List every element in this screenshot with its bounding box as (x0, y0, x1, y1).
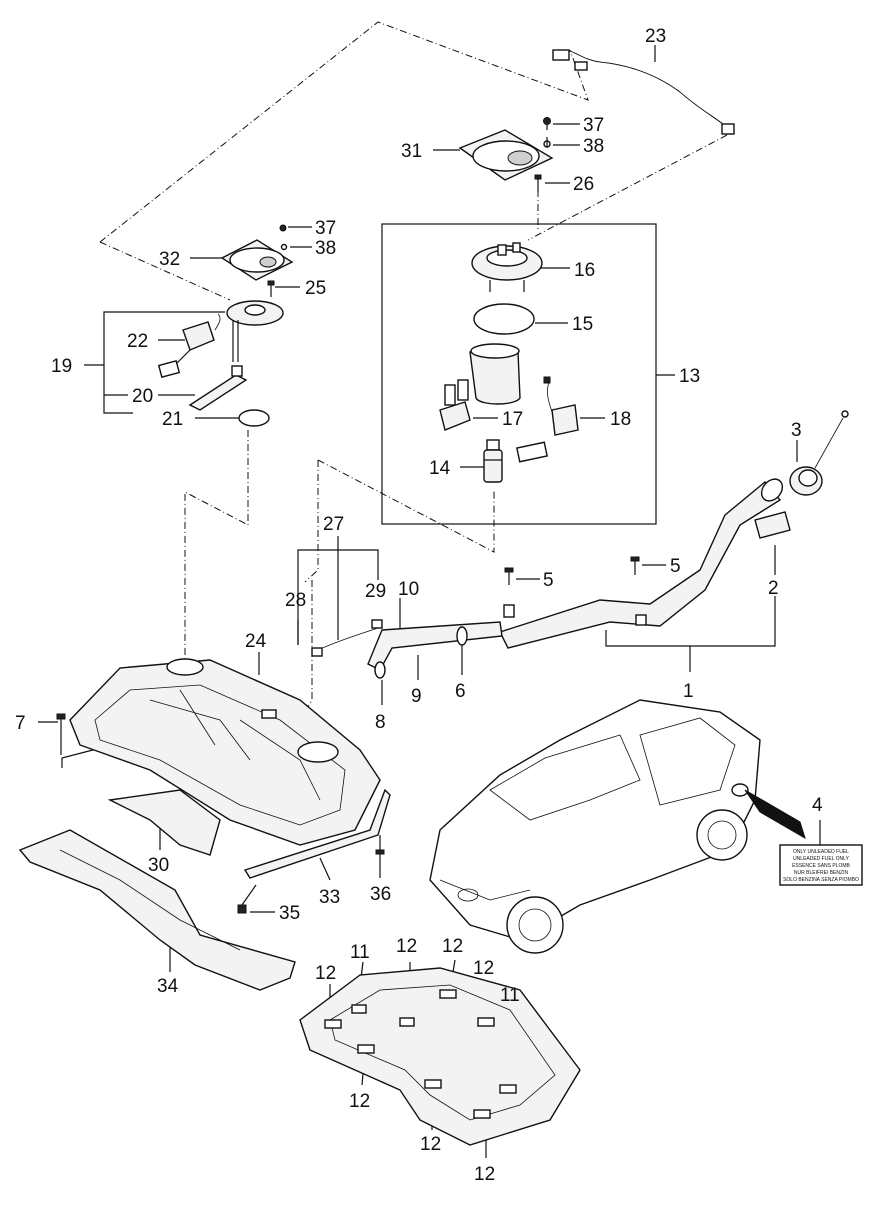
callout-37-top: 37 (583, 115, 604, 136)
callout-13: 13 (679, 366, 700, 387)
vent-hose-harness (552, 49, 735, 135)
callout-5-right: 5 (670, 556, 681, 577)
callout-17: 17 (502, 409, 523, 430)
fuel-label-line-3: ESSENCE SANS PLOMB (792, 863, 850, 869)
sender-unit-assembly (157, 300, 284, 427)
callout-4: 4 (812, 795, 823, 816)
callout-12-d: 12 (473, 958, 494, 979)
vehicle-suv-illustration (429, 699, 806, 954)
callout-12-a: 12 (396, 936, 417, 957)
callout-8: 8 (375, 712, 386, 733)
callout-10: 10 (398, 579, 419, 600)
callout-14: 14 (429, 458, 451, 479)
callout-15: 15 (572, 314, 593, 335)
callout-19: 19 (51, 356, 72, 377)
callout-1: 1 (683, 681, 694, 702)
callout-21: 21 (162, 409, 183, 430)
callout-32: 32 (159, 249, 180, 270)
callout-9: 9 (411, 686, 422, 707)
callout-16: 16 (574, 260, 595, 281)
fuel-label-line-2: UNLEADED FUEL ONLY (793, 856, 850, 862)
callout-26: 26 (573, 174, 594, 195)
callout-18: 18 (610, 409, 631, 430)
callout-38-top: 38 (583, 136, 604, 157)
dashed-assembly-lines (99, 21, 728, 721)
callout-20: 20 (132, 386, 153, 407)
bolt-7 (56, 713, 66, 755)
callout-38-left: 38 (315, 238, 336, 259)
callout-3: 3 (791, 420, 802, 441)
callout-34: 34 (157, 976, 179, 997)
tank-strap (237, 788, 391, 914)
floor-pan-with-pads (299, 967, 581, 1146)
tank-cover-lower (18, 829, 296, 991)
callout-2: 2 (768, 578, 779, 599)
callout-6: 6 (455, 681, 466, 702)
fuel-label-line-4: NUR BLEIFREI BENZIN (794, 870, 849, 876)
callout-11-top: 11 (350, 942, 370, 963)
callout-7: 7 (15, 713, 26, 734)
callout-27: 27 (323, 514, 344, 535)
callout-11-right: 11 (500, 985, 520, 1006)
callout-28: 28 (285, 590, 306, 611)
callout-22: 22 (127, 331, 148, 352)
callout-35: 35 (279, 903, 300, 924)
fuel-tank (69, 658, 381, 846)
callout-31: 31 (401, 141, 422, 162)
callout-12-f: 12 (420, 1134, 441, 1155)
fuel-filler-neck-pipe (499, 478, 791, 649)
tank-heat-shield (107, 789, 221, 856)
callout-numbers: 23 37 38 31 26 37 38 32 25 16 15 13 22 1… (15, 26, 823, 1185)
fuel-label-line-5: SOLO BENZINA SENZA PIOMBO (783, 877, 859, 883)
callout-36: 36 (370, 884, 391, 905)
fuel-label-line-1: ONLY UNLEADED FUEL (793, 849, 849, 855)
screws-fasteners (267, 117, 551, 297)
fuel-filler-cap (789, 410, 849, 496)
callout-29: 29 (365, 581, 386, 602)
hose-clamps-and-connectors (311, 619, 503, 679)
callout-37-left: 37 (315, 218, 336, 239)
callout-12-c: 12 (315, 963, 336, 984)
access-cover-upper (458, 129, 554, 181)
callout-12-g: 12 (474, 1164, 495, 1185)
access-cover-lower (220, 239, 294, 281)
callout-30: 30 (148, 855, 169, 876)
fuel-pump-module (439, 242, 579, 483)
callout-5-left: 5 (543, 570, 554, 591)
unleaded-fuel-label: ONLY UNLEADED FUEL UNLEADED FUEL ONLY ES… (779, 844, 863, 886)
callout-12-e: 12 (349, 1091, 370, 1112)
callout-12-b: 12 (442, 936, 463, 957)
callout-25: 25 (305, 278, 326, 299)
callout-33: 33 (319, 887, 340, 908)
callout-24: 24 (245, 631, 267, 652)
callout-23: 23 (645, 26, 666, 47)
